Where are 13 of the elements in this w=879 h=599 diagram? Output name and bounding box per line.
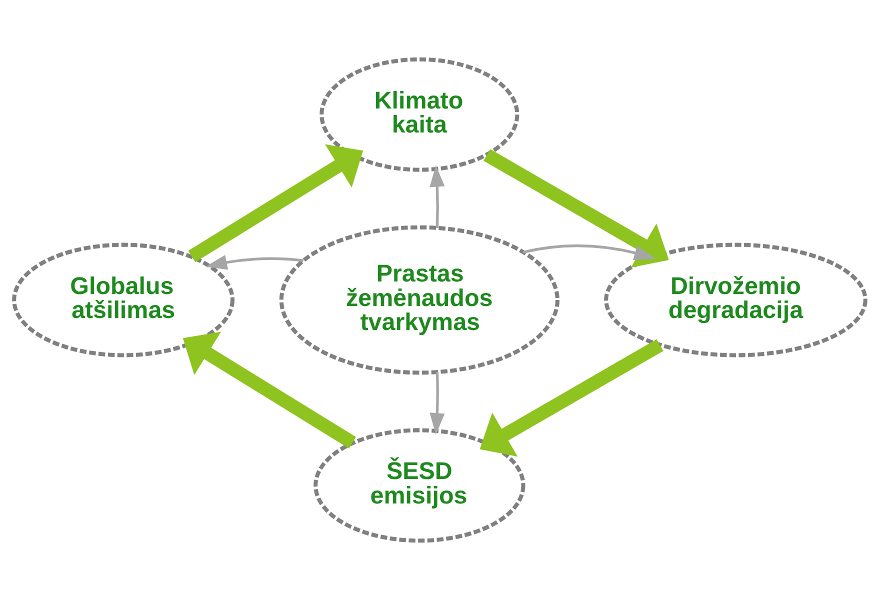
arrow [205,254,304,270]
node-ellipse: Prastas žemėnaudos tvarkymas [279,224,560,374]
arrow [430,164,445,228]
arrow [522,244,656,260]
node-ellipse: Klimato kaita [320,56,520,172]
node-ellipse: Dirvožemio degradacija [604,242,868,357]
arrow [182,331,356,448]
arrow [480,338,664,456]
arrow [484,148,669,268]
node-ellipse: ŠESD emisijos [314,428,526,542]
arrow [188,144,364,262]
arrow [430,371,445,434]
node-ellipse: Globalus atšilimas [12,242,235,357]
